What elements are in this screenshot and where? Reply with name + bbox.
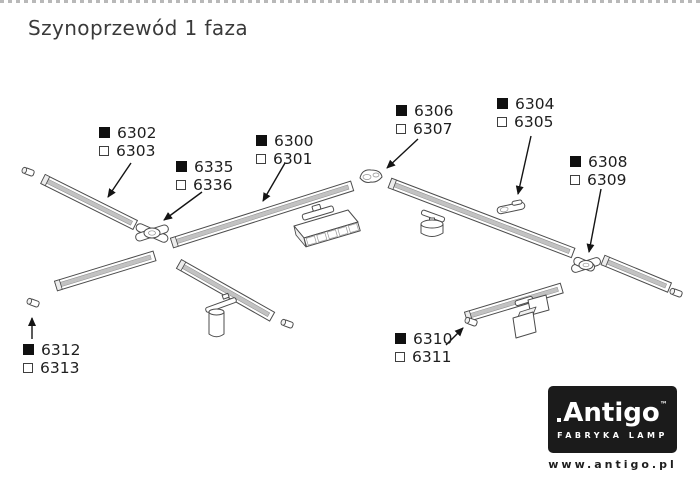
part-code: 6300 (274, 131, 314, 150)
filled-square-icon (396, 105, 407, 116)
arrow-6302 (107, 162, 132, 198)
t-connector (571, 256, 601, 273)
filled-square-icon (497, 98, 508, 109)
part-label-6302-6303: 6302 6303 (99, 123, 157, 160)
part-code: 6301 (273, 149, 313, 168)
track-rail-pendant (175, 258, 276, 322)
part-label-6312-6313: 6312 6313 (23, 340, 81, 377)
empty-square-icon (256, 153, 266, 164)
adjustable-wall-washer-fixture (512, 294, 550, 339)
part-code: 6336 (193, 175, 233, 194)
track-rail-center-right-long (387, 177, 576, 259)
empty-square-icon (176, 179, 186, 190)
page-title: Szynoprzewód 1 faza (28, 16, 249, 40)
filled-square-icon (23, 344, 34, 355)
filled-square-icon (99, 127, 110, 138)
part-code: 6335 (194, 157, 234, 176)
suspension-adapter-connector (496, 199, 526, 215)
round-spotlight-fixture (420, 209, 446, 237)
track-rail-center-left-long (169, 180, 355, 249)
arrow-6310 (445, 327, 464, 346)
empty-square-icon (396, 123, 406, 134)
arrow-6304 (515, 135, 532, 195)
part-code: 6310 (413, 329, 453, 348)
empty-square-icon (570, 174, 580, 185)
logo-dot (557, 417, 562, 422)
cross-connector (135, 223, 169, 243)
brand-tagline: FABRYKA LAMP (557, 430, 668, 440)
filled-square-icon (570, 156, 581, 167)
part-label-6310-6311: 6310 6311 (395, 329, 453, 366)
linear-spotlight-fixture (293, 203, 361, 248)
filled-square-icon (176, 161, 187, 172)
part-code: 6313 (40, 358, 80, 377)
empty-square-icon (23, 362, 33, 373)
end-cap-lower-right (464, 316, 478, 327)
filled-square-icon (256, 135, 267, 146)
part-label-6300-6301: 6300 6301 (256, 131, 314, 168)
end-cap-top-left (21, 166, 35, 177)
empty-square-icon (99, 145, 109, 156)
brand-website: www.antigo.pl (548, 458, 677, 471)
part-code: 6305 (514, 112, 554, 131)
part-code: 6306 (414, 101, 454, 120)
part-code: 6303 (116, 141, 156, 160)
part-code: 6307 (413, 119, 453, 138)
filled-square-icon (395, 333, 406, 344)
part-label-6335-6336: 6335 6336 (176, 157, 234, 194)
part-label-6308-6309: 6308 6309 (570, 152, 628, 189)
part-label-6306-6307: 6306 6307 (396, 101, 454, 138)
arrow-6306 (386, 138, 419, 169)
end-cap-bottom-left (26, 297, 40, 308)
part-label-6304-6305: 6304 6305 (497, 94, 555, 131)
part-code: 6304 (515, 94, 555, 113)
brand-text: Antigo (563, 397, 660, 428)
end-cap-center (280, 318, 294, 329)
part-code: 6302 (117, 123, 157, 142)
track-rail-lower-left (53, 250, 157, 292)
end-cap-far-right (669, 287, 683, 298)
arrow-6308 (586, 188, 602, 253)
track-rail-upper-left (40, 173, 139, 231)
pendant-lamp-fixture (205, 292, 237, 338)
part-code: 6309 (587, 170, 627, 189)
trademark-symbol: ™ (659, 399, 668, 409)
part-code: 6312 (41, 340, 81, 359)
track-rail-lower-right (463, 282, 564, 323)
part-code: 6308 (588, 152, 628, 171)
arrow-6335 (163, 191, 203, 221)
empty-square-icon (497, 116, 507, 127)
empty-square-icon (395, 351, 405, 362)
arrow-6300 (262, 162, 286, 202)
track-rail-far-right (600, 254, 673, 293)
page-top-dotted-border (0, 0, 700, 3)
part-code: 6311 (412, 347, 452, 366)
power-feed-connector (359, 169, 383, 183)
